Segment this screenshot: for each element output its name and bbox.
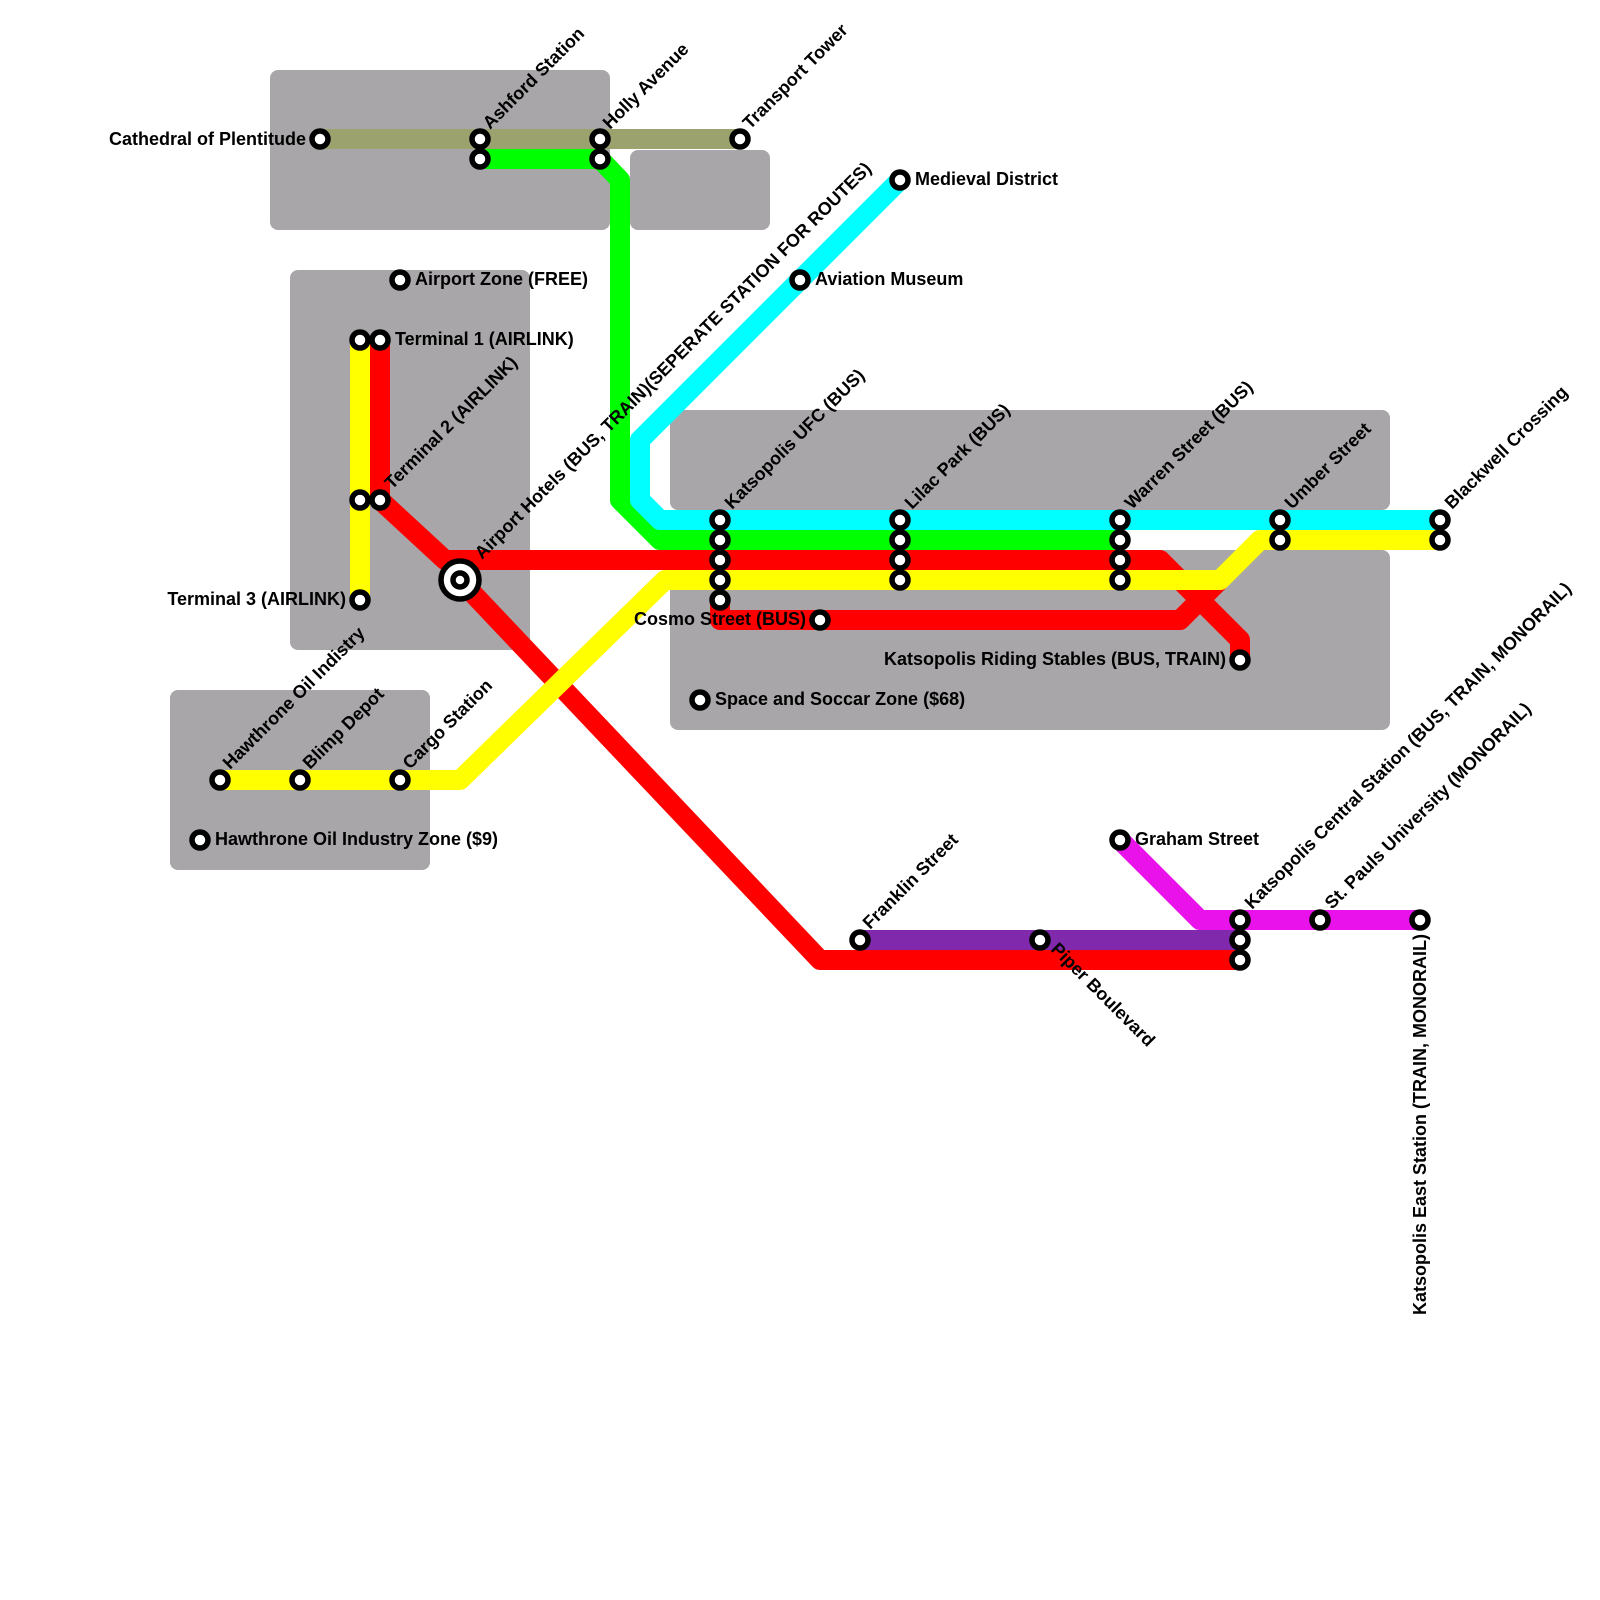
station-hozone[interactable]: [189, 829, 211, 851]
station-stables[interactable]: [1229, 649, 1251, 671]
station-warren-2[interactable]: [1109, 529, 1131, 551]
station-cathedral[interactable]: [309, 128, 331, 150]
station-central-3[interactable]: [1229, 949, 1251, 971]
label-transport: Transport Tower: [739, 20, 852, 133]
route-cyan: [630, 172, 1440, 530]
station-ashford[interactable]: [469, 128, 491, 150]
station-blackwell-2[interactable]: [1429, 529, 1451, 551]
station-space[interactable]: [689, 689, 711, 711]
label-franklin: Franklin Street: [859, 830, 962, 933]
station-umber-2[interactable]: [1269, 529, 1291, 551]
station-lilac-2[interactable]: [889, 529, 911, 551]
station-t3[interactable]: [349, 589, 371, 611]
station-cosmo[interactable]: [809, 609, 831, 631]
label-stables: Katsopolis Riding Stables (BUS, TRAIN): [884, 649, 1226, 669]
station-franklin[interactable]: [849, 929, 871, 951]
station-cargo[interactable]: [389, 769, 411, 791]
station-ufc-4[interactable]: [709, 569, 731, 591]
station-airportzone[interactable]: [389, 269, 411, 291]
label-airportzone: Airport Zone (FREE): [415, 269, 588, 289]
label-space: Space and Soccar Zone ($68): [715, 689, 965, 709]
station-ufc-3[interactable]: [709, 549, 731, 571]
station-stpauls[interactable]: [1309, 909, 1331, 931]
stations: [189, 128, 1451, 971]
station-ufc-1[interactable]: [709, 509, 731, 531]
station-lilac-4[interactable]: [889, 569, 911, 591]
station-piper[interactable]: [1029, 929, 1051, 951]
station-t1-red[interactable]: [369, 329, 391, 351]
zone-transport-tower: [630, 150, 770, 230]
station-transport[interactable]: [729, 128, 751, 150]
station-ashford-2[interactable]: [469, 148, 491, 170]
label-east: Katsopolis East Station (TRAIN, MONORAIL…: [1410, 934, 1430, 1315]
label-holly: Holly Avenue: [599, 39, 693, 133]
station-warren-4[interactable]: [1109, 569, 1131, 591]
station-warren-1[interactable]: [1109, 509, 1131, 531]
station-central-1[interactable]: [1229, 909, 1251, 931]
label-t1: Terminal 1 (AIRLINK): [395, 329, 574, 349]
zone-katsopolis-north: [670, 410, 1390, 510]
label-cathedral: Cathedral of Plentitude: [109, 129, 306, 149]
label-aviation: Aviation Museum: [815, 269, 963, 289]
station-aviation[interactable]: [789, 269, 811, 291]
station-holly[interactable]: [589, 128, 611, 150]
label-graham: Graham Street: [1135, 829, 1259, 849]
station-t2-red[interactable]: [369, 489, 391, 511]
station-t2-yellow[interactable]: [349, 489, 371, 511]
station-umber-1[interactable]: [1269, 509, 1291, 531]
label-t3: Terminal 3 (AIRLINK): [167, 589, 346, 609]
station-warren-3[interactable]: [1109, 549, 1131, 571]
label-medieval: Medieval District: [915, 169, 1058, 189]
route-red-airport: [370, 340, 1250, 660]
label-hozone: Hawthrone Oil Industry Zone ($9): [215, 829, 498, 849]
station-central-2[interactable]: [1229, 929, 1251, 951]
zone-cathedral-district: [270, 70, 610, 230]
station-medieval[interactable]: [889, 169, 911, 191]
station-hawthrone[interactable]: [209, 769, 231, 791]
station-ufc-2[interactable]: [709, 529, 731, 551]
station-ufc-5[interactable]: [709, 589, 731, 611]
station-t1-yellow[interactable]: [349, 329, 371, 351]
route-magenta: [1112, 832, 1420, 930]
station-lilac-1[interactable]: [889, 509, 911, 531]
label-cosmo: Cosmo Street (BUS): [634, 609, 806, 629]
station-blackwell-1[interactable]: [1429, 509, 1451, 531]
station-lilac-3[interactable]: [889, 549, 911, 571]
station-holly-2[interactable]: [589, 148, 611, 170]
station-blimp[interactable]: [289, 769, 311, 791]
station-east[interactable]: [1409, 909, 1431, 931]
route-red-south: [452, 573, 1240, 970]
routes: [220, 129, 1440, 970]
station-hotels-inner[interactable]: [450, 570, 470, 590]
route-green: [480, 149, 1120, 550]
label-blackwell: Blackwell Crossing: [1441, 382, 1572, 513]
station-graham[interactable]: [1109, 829, 1131, 851]
